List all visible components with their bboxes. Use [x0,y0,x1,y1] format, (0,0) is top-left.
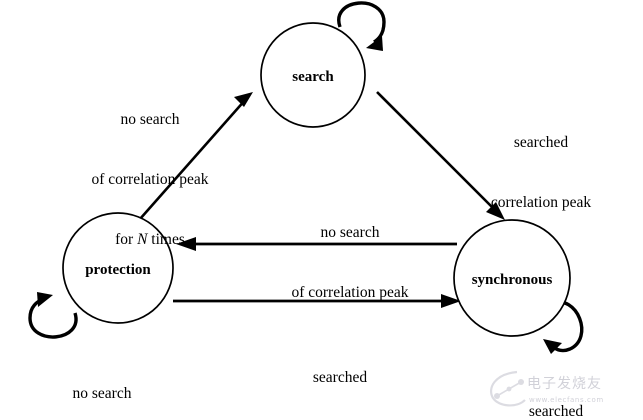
arrowhead-search-to-synchronous [486,202,505,220]
state-circle-synchronous[interactable] [453,219,571,337]
arrowhead-synchronous-self-loop [543,339,562,354]
arrowhead-synchronous-to-protection [176,237,196,251]
arrowhead-protection-to-synchronous [441,294,461,308]
arrowhead-protection-self-loop [37,292,53,307]
edge-synchronous-self-loop [543,300,584,354]
edge-search-self-loop [337,1,386,51]
loop-arc-synchronous [550,300,584,353]
edge-protection-self-loop [28,292,78,339]
edge-protection-to-synchronous [173,294,461,308]
state-label-search: search [292,69,334,85]
edge-protection-to-search [139,92,253,220]
state-node-search[interactable]: search [260,22,366,128]
state-node-synchronous[interactable]: synchronous [453,219,571,337]
loop-arc-search [337,1,386,44]
edge-synchronous-to-protection [176,237,457,251]
arrowhead-search-self-loop [366,36,383,51]
edge-line-protection-to-search [139,98,247,220]
arrowhead-protection-to-search [234,92,253,107]
state-circle-search[interactable] [260,22,366,128]
state-label-synchronous: synchronous [472,272,553,288]
state-node-protection[interactable]: protection [62,212,174,324]
state-label-protection: protection [85,262,151,278]
state-circle-protection[interactable] [62,212,174,324]
loop-arc-protection [28,297,78,339]
edge-search-to-synchronous [376,91,505,220]
edge-line-search-to-synchronous [376,91,498,213]
